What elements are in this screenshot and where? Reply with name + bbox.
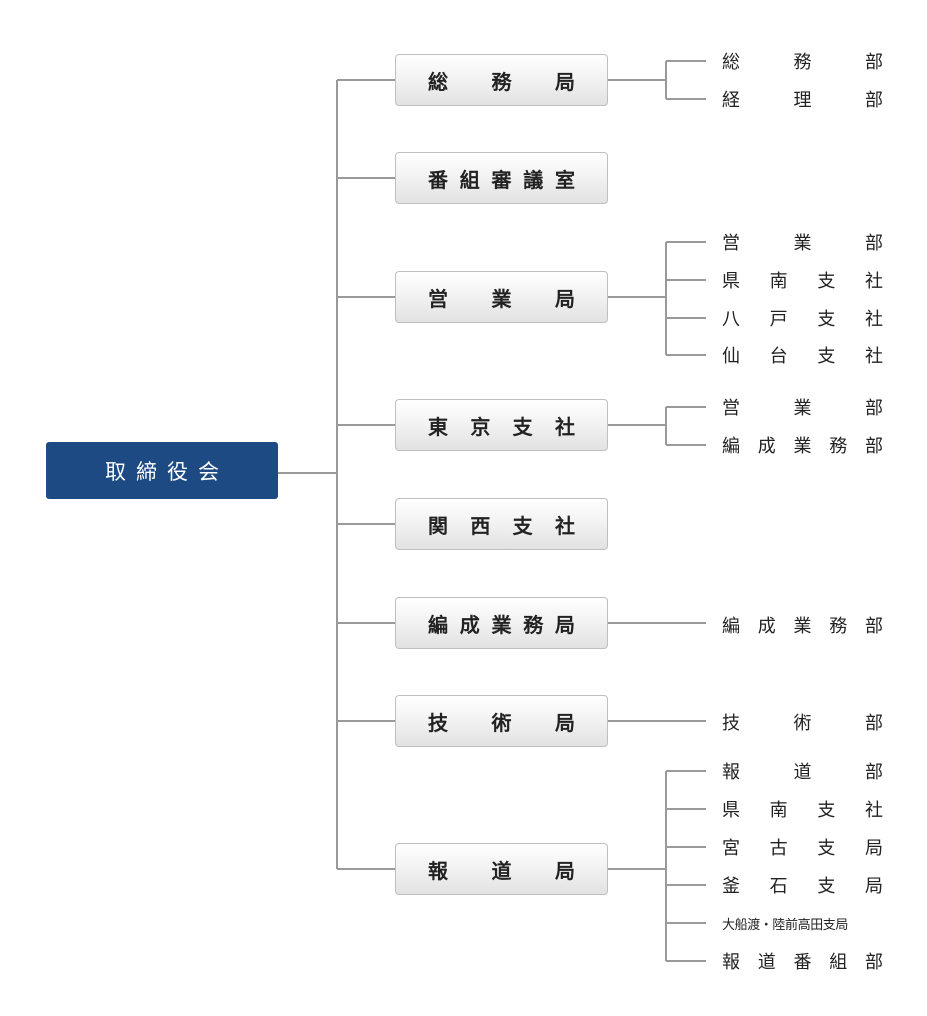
department-label: 県南支社 xyxy=(722,800,883,821)
department-label: 営業部 xyxy=(722,398,883,419)
department-label: 編成業務部 xyxy=(722,436,883,457)
bureau-box-soumu: 総務局 xyxy=(395,54,608,106)
department-label: 仙台支社 xyxy=(722,346,883,367)
bureau-label: 総務局 xyxy=(428,69,575,94)
department-label: 県南支社 xyxy=(722,271,883,292)
bureau-box-hensei: 編成業務局 xyxy=(395,597,608,649)
bureau-label: 技術局 xyxy=(428,710,575,735)
bureau-box-bangumi: 番組審議室 xyxy=(395,152,608,204)
department-label: 技術部 xyxy=(722,713,883,734)
bureau-label: 編成業務局 xyxy=(428,612,575,637)
department-label: 報道番組部 xyxy=(722,952,883,973)
department-label: 大船渡・陸前高田支局 xyxy=(722,917,849,933)
department-label: 八戸支社 xyxy=(722,309,883,330)
bureau-label: 報道局 xyxy=(428,858,575,883)
department-label: 経理部 xyxy=(722,90,883,111)
bureau-box-houdou: 報道局 xyxy=(395,843,608,895)
root-node-board: 取締役会 xyxy=(46,442,278,499)
bureau-box-eigyo: 営業局 xyxy=(395,271,608,323)
bureau-box-kansai: 関西支社 xyxy=(395,498,608,550)
bureau-label: 番組審議室 xyxy=(428,167,575,192)
department-label: 釜石支局 xyxy=(722,876,883,897)
root-node-label: 取締役会 xyxy=(105,459,229,484)
department-label: 営業部 xyxy=(722,233,883,254)
bureau-label: 関西支社 xyxy=(428,513,575,538)
bureau-box-tokyo: 東京支社 xyxy=(395,399,608,451)
bureau-box-gijutsu: 技術局 xyxy=(395,695,608,747)
bureau-label: 東京支社 xyxy=(428,414,575,439)
department-label: 宮古支局 xyxy=(722,838,883,859)
department-label: 報道部 xyxy=(722,762,883,783)
bureau-label: 営業局 xyxy=(428,286,575,311)
department-label: 編成業務部 xyxy=(722,616,883,637)
department-label: 総務部 xyxy=(722,52,883,73)
